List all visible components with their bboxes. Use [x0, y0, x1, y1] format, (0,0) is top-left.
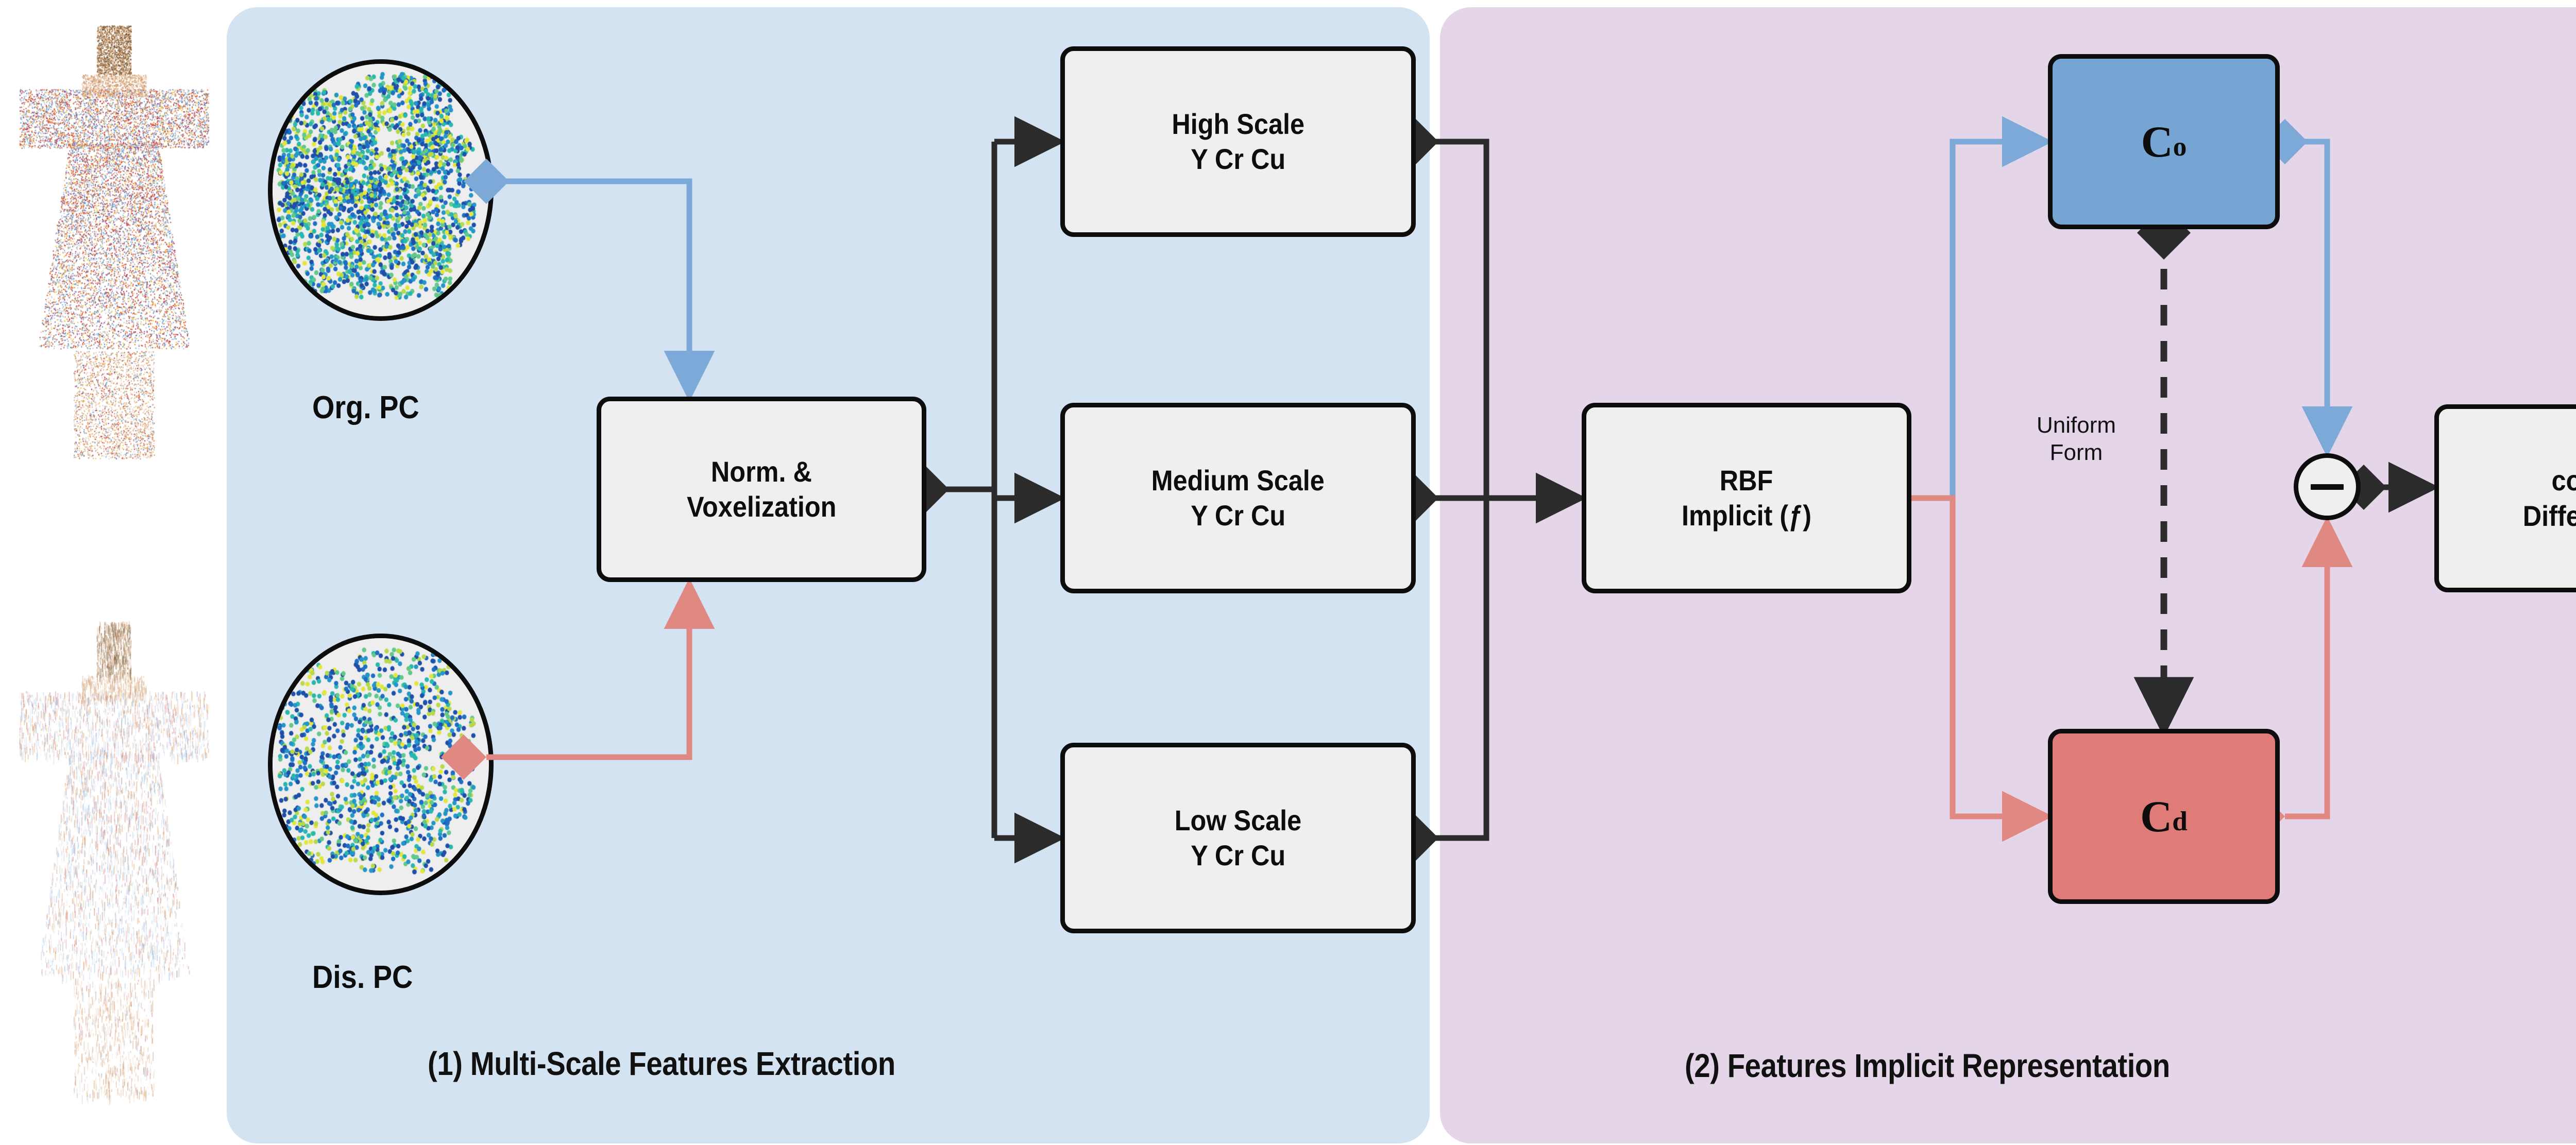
node-low-line2: Y Cr Cu	[1191, 839, 1285, 871]
distorted-point-cloud-bubble	[268, 634, 494, 895]
caption-panel-1: (1) Multi-Scale Features Extraction	[428, 1045, 895, 1082]
minus-icon	[2311, 484, 2344, 490]
node-medium-line2: Y Cr Cu	[1191, 499, 1285, 532]
node-rbf-line2: Implicit (ƒ)	[1681, 499, 1812, 532]
node-medium-scale[interactable]: Medium Scale Y Cr Cu	[1060, 403, 1416, 593]
c-original-subscript: o	[2173, 131, 2187, 162]
node-coefficient-difference[interactable]: coeff. Difference	[2434, 404, 2576, 592]
caption-panel-2: (2) Features Implicit Representation	[1685, 1047, 2170, 1084]
node-coeff-line2: Difference	[2522, 499, 2576, 532]
node-high-line2: Y Cr Cu	[1191, 143, 1285, 175]
node-medium-line1: Medium Scale	[1151, 464, 1325, 497]
node-rbf-implicit[interactable]: RBF Implicit (ƒ)	[1582, 403, 1911, 593]
distorted-pc-label: Dis. PC	[312, 960, 413, 995]
node-high-scale[interactable]: High Scale Y Cr Cu	[1060, 46, 1416, 237]
node-rbf-line1: RBF	[1720, 464, 1773, 497]
node-low-scale[interactable]: Low Scale Y Cr Cu	[1060, 743, 1416, 933]
distorted-point-cloud-thumbnail	[9, 603, 210, 1138]
original-pc-label: Org. PC	[312, 390, 419, 425]
node-norm-line1: Norm. &	[710, 455, 812, 488]
node-norm-line2: Voxelization	[686, 490, 837, 523]
node-norm-voxelization[interactable]: Norm. & Voxelization	[597, 397, 926, 582]
node-low-line1: Low Scale	[1174, 804, 1302, 836]
original-point-cloud-thumbnail	[9, 8, 210, 498]
minus-operator-node[interactable]	[2294, 453, 2361, 520]
c-distorted-subscript: d	[2172, 806, 2188, 837]
node-high-line1: High Scale	[1172, 107, 1304, 140]
c-original-symbol: C	[2141, 117, 2173, 166]
original-point-cloud-bubble	[268, 59, 494, 321]
c-distorted-symbol: C	[2140, 792, 2173, 841]
node-coeff-line1: coeff.	[2551, 464, 2576, 497]
